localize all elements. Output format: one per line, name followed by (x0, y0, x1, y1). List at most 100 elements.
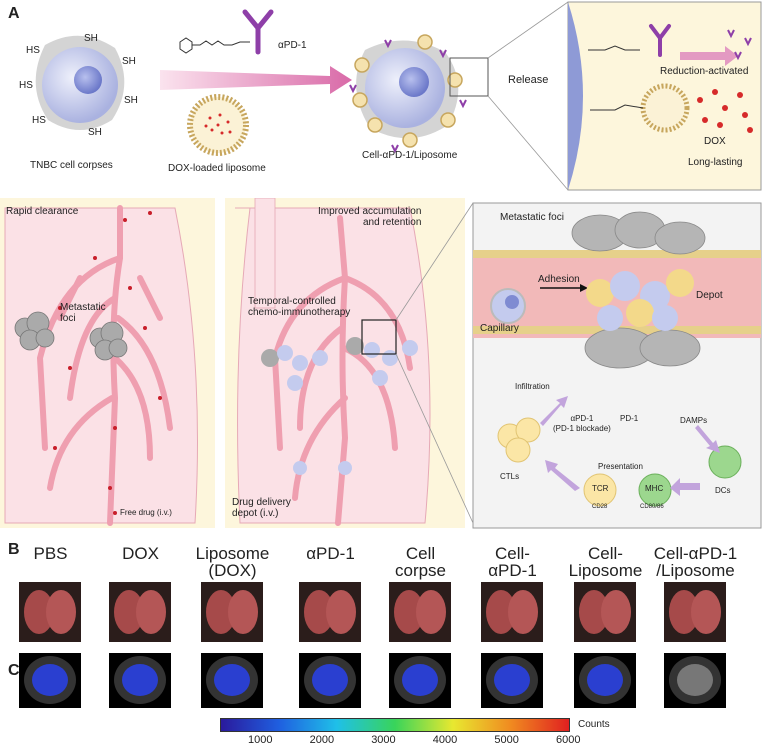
group-title: PBS (33, 544, 68, 563)
drug-delivery-depot-label: Drug delivery depot (i.v.) (232, 497, 291, 519)
lung-photo (664, 582, 726, 642)
group-title: Cell- αPD-1 (488, 544, 537, 580)
damps-label: DAMPs (680, 416, 708, 425)
colorbar-tick: 5000 (494, 734, 519, 746)
left-metastatic-foci-label: Metastatic foci (60, 302, 106, 324)
colorbar-tick: 2000 (309, 734, 335, 746)
hs-label-1: HS (26, 45, 40, 56)
reduction-label: Reduction-activated (660, 66, 749, 77)
ivis-image (574, 653, 636, 708)
ivis-image (299, 653, 361, 708)
sh-label-3: SH (124, 95, 138, 106)
reduction-arrow (680, 46, 738, 66)
presentation-label: Presentation (598, 462, 643, 471)
left-drug-dots (53, 211, 162, 515)
adhesion-label: Adhesion (538, 274, 580, 285)
cell-apd1-liposome-label: Cell-αPD-1/Liposome (362, 150, 458, 161)
dc-cell-mhc (638, 473, 672, 507)
sh-label-1: SH (84, 33, 98, 44)
zoom-box (449, 57, 489, 97)
sh-label-4: SH (88, 127, 102, 138)
group-title: Cell- Liposome (568, 544, 643, 580)
ctls-label: CTLs (500, 472, 520, 481)
cd28-label: CD28 (592, 504, 608, 510)
panel-letter-b: B (8, 541, 20, 558)
pathway-arrows (540, 396, 720, 496)
colorbar-tick: 3000 (371, 734, 396, 746)
treatment-groups: PBS DOX Liposome (DOX) αPD-1 Cell corpse Cell… (0, 544, 765, 708)
improved-accumulation-label: Improved accumulation and retention (318, 206, 422, 228)
attached-liposomes (352, 34, 463, 148)
left-vessels (36, 205, 173, 526)
cd8086-label: CD80/86 (640, 504, 664, 510)
panel-letter-c: C (8, 662, 20, 679)
tcr-cell (583, 473, 617, 507)
hs-label-2: HS (19, 80, 33, 91)
right-lung (235, 207, 431, 524)
apd1-antibody-icon (242, 9, 274, 55)
ivis-image (664, 653, 726, 708)
metastatic-foci-detail-label: Metastatic foci (500, 212, 564, 223)
mhc-label: MHC (645, 484, 664, 493)
sh-label-2: SH (122, 56, 136, 67)
panel-letter-a: A (8, 5, 20, 22)
depot-label: Depot (696, 290, 723, 301)
left-metastatic-foci (14, 311, 128, 361)
group-title: DOX (122, 544, 159, 563)
group-title: Cell corpse (394, 544, 447, 580)
lung-photo (574, 582, 636, 642)
apd1-blockade-label: αPD-1 (PD-1 blockade) (553, 414, 611, 433)
dc-cell (708, 445, 742, 479)
group-title: Liposome (DOX) (195, 544, 270, 580)
lung-zoom-box (361, 319, 397, 355)
colorbar (220, 718, 570, 732)
product-nucleus (399, 67, 429, 97)
depot-cells (586, 269, 694, 331)
colorbar-ticks: 1000 2000 3000 4000 5000 6000 (220, 734, 580, 750)
metastatic-foci-cluster (571, 211, 706, 369)
dcs-label: DCs (715, 486, 731, 495)
apd1-label: αPD-1 (278, 40, 307, 51)
attached-antibodies (349, 39, 467, 154)
colorbar-tick: 6000 (556, 734, 581, 746)
capillary-label: Capillary (480, 323, 519, 334)
release-label: Release (508, 74, 549, 86)
tnbc-label: TNBC cell corpses (30, 160, 113, 171)
infiltration-label: Infiltration (515, 382, 550, 391)
group-title: Cell-αPD-1 /Liposome (653, 544, 738, 580)
rapid-clearance-label: Rapid clearance (6, 206, 79, 217)
group-title: αPD-1 (306, 544, 355, 563)
tnbc-nucleus (74, 66, 102, 94)
lung-photo (389, 582, 451, 642)
process-arrow (160, 66, 352, 94)
right-depot-cells (261, 337, 418, 475)
vessel-wall-top (473, 250, 761, 258)
tcr-label: TCR (592, 484, 609, 493)
colorbar-tick: 1000 (248, 734, 273, 746)
top-schematic (35, 1, 762, 191)
ctl-cells (497, 417, 541, 463)
dox-stars (697, 89, 753, 133)
ivis-image (109, 653, 171, 708)
free-drug-label: Free drug (i.v.) (120, 508, 172, 517)
long-lasting-label: Long-lasting (688, 157, 743, 168)
temporal-controlled-label: Temporal-controlled chemo-immunotherapy (248, 296, 351, 318)
liposome-label: DOX-loaded liposome (168, 163, 266, 174)
ivis-image (389, 653, 451, 708)
ivis-image (481, 653, 543, 708)
colorbar-tick: 4000 (432, 734, 458, 746)
membrane (568, 2, 583, 190)
ivis-image (19, 653, 81, 708)
colorbar-label: Counts (578, 719, 610, 730)
linker-molecule-icon (179, 37, 250, 54)
release-antibody-icon (649, 24, 671, 57)
ivis-image (201, 653, 263, 708)
hs-label-3: HS (32, 115, 46, 126)
release-liposome (640, 83, 690, 133)
lung-photo (201, 582, 263, 642)
lung-photo (19, 582, 81, 642)
dox-label: DOX (704, 136, 726, 147)
pd1-label: PD-1 (620, 414, 639, 423)
dox-dots (204, 113, 232, 135)
lung-photo (109, 582, 171, 642)
